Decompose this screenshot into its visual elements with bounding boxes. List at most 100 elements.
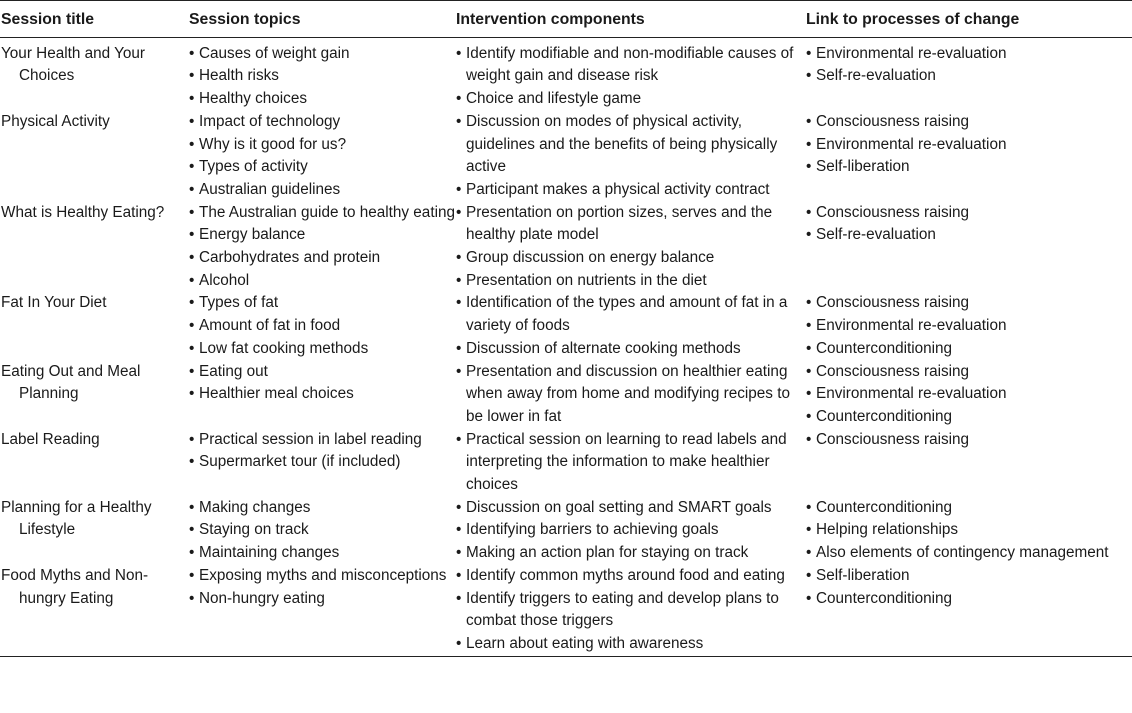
list-item-text: Practical session in label reading xyxy=(199,430,422,448)
list-item-text: Discussion on goal setting and SMART goa… xyxy=(466,498,772,516)
processes-cell: •Consciousness raising•Environmental re-… xyxy=(806,292,1132,360)
session-title-cell: Label Reading xyxy=(0,429,189,497)
bullet-icon: • xyxy=(189,339,195,357)
list-item-text: Also elements of contingency management xyxy=(816,544,1109,562)
list-item-text: Australian guidelines xyxy=(199,180,341,198)
table-row: Fat In Your Diet•Types of fat•Amount of … xyxy=(0,292,1132,360)
components-list: •Practical session on learning to read l… xyxy=(456,429,806,497)
list-item: •Also elements of contingency management xyxy=(806,542,1132,565)
list-item: •Healthy choices xyxy=(189,88,456,111)
list-item: •Amount of fat in food xyxy=(189,315,456,338)
list-item-text: Supermarket tour (if included) xyxy=(199,453,401,471)
bullet-icon: • xyxy=(456,544,462,562)
list-item: •The Australian guide to healthy eating xyxy=(189,202,456,225)
list-item-text: Counterconditioning xyxy=(816,339,953,357)
list-item-text: Choice and lifestyle game xyxy=(466,90,642,108)
list-item: •Identify common myths around food and e… xyxy=(456,565,806,588)
bullet-icon: • xyxy=(806,135,812,153)
list-item: •Staying on track xyxy=(189,519,456,542)
processes-list: •Self-liberation•Counterconditioning xyxy=(806,565,1132,610)
list-item-text: Healthier meal choices xyxy=(199,385,354,403)
bullet-icon: • xyxy=(456,362,462,380)
list-item: •Consciousness raising xyxy=(806,292,1132,315)
session-topics-cell: •Making changes•Staying on track•Maintai… xyxy=(189,497,456,565)
bullet-icon: • xyxy=(806,317,812,335)
session-title-cell: Fat In Your Diet xyxy=(0,292,189,360)
bullet-icon: • xyxy=(456,589,462,607)
list-item-text: The Australian guide to healthy eating xyxy=(199,203,455,221)
list-item: •Types of activity xyxy=(189,156,456,179)
list-item: •Learn about eating with awareness xyxy=(456,633,806,656)
list-item: •Making changes xyxy=(189,497,456,520)
list-item-text: Exposing myths and misconceptions xyxy=(199,566,447,584)
list-item: •Energy balance xyxy=(189,224,456,247)
topics-list: •Types of fat•Amount of fat in food•Low … xyxy=(189,292,456,360)
intervention-components-cell: •Presentation and discussion on healthie… xyxy=(456,361,806,429)
list-item-text: Amount of fat in food xyxy=(199,317,341,335)
header-processes-of-change: Link to processes of change xyxy=(806,11,1020,28)
list-item-text: Non-hungry eating xyxy=(199,589,325,607)
bullet-icon: • xyxy=(806,203,812,221)
components-list: •Identification of the types and amount … xyxy=(456,292,806,360)
header-intervention-components: Intervention components xyxy=(456,11,645,28)
session-title-cell: Planning for a Healthy Lifestyle xyxy=(0,497,189,565)
table-row: What is Healthy Eating?•The Australian g… xyxy=(0,202,1132,293)
session-title: Label Reading xyxy=(1,430,100,448)
bullet-icon: • xyxy=(806,339,812,357)
intervention-components-cell: •Practical session on learning to read l… xyxy=(456,429,806,497)
list-item-text: Identify common myths around food and ea… xyxy=(466,566,785,584)
list-item: •Non-hungry eating xyxy=(189,588,456,611)
list-item: •Discussion on goal setting and SMART go… xyxy=(456,497,806,520)
bullet-icon: • xyxy=(806,294,812,312)
list-item: •Supermarket tour (if included) xyxy=(189,451,456,474)
bullet-icon: • xyxy=(456,203,462,221)
list-item-text: Presentation on nutrients in the diet xyxy=(466,271,707,289)
bullet-icon: • xyxy=(456,271,462,289)
processes-cell: •Environmental re-evaluation•Self-re-eva… xyxy=(806,37,1132,111)
components-list: •Presentation and discussion on healthie… xyxy=(456,361,806,429)
bullet-icon: • xyxy=(189,566,195,584)
components-list: •Presentation on portion sizes, serves a… xyxy=(456,202,806,293)
processes-cell: •Consciousness raising•Environmental re-… xyxy=(806,111,1132,202)
list-item-text: Practical session on learning to read la… xyxy=(466,430,787,494)
bullet-icon: • xyxy=(189,498,195,516)
intervention-components-cell: • Discussion on goal setting and SMART go… xyxy=(456,497,806,565)
list-item-text: Discussion on modes of physical activity… xyxy=(466,112,778,176)
list-item-text: Discussion of alternate cooking methods xyxy=(466,339,741,357)
list-item-text: Presentation on portion sizes, serves an… xyxy=(466,203,773,244)
list-item: •Impact of technology xyxy=(189,111,456,134)
list-item: •Consciousness raising xyxy=(806,361,1132,384)
topics-list: •Causes of weight gain•Health risks•Heal… xyxy=(189,43,456,111)
bullet-icon: • xyxy=(189,544,195,562)
bullet-icon: • xyxy=(189,294,195,312)
list-item: •Carbohydrates and protein xyxy=(189,247,456,270)
table-row: Eating Out and Meal Planning•Eating out•… xyxy=(0,361,1132,429)
processes-cell: •Self-liberation•Counterconditioning xyxy=(806,565,1132,656)
list-item: •Presentation and discussion on healthie… xyxy=(456,361,806,429)
list-item-text: Self-re-evaluation xyxy=(816,226,936,244)
list-item: •Counterconditioning xyxy=(806,338,1132,361)
list-item: •Practical session on learning to read l… xyxy=(456,429,806,497)
list-item-text: Eating out xyxy=(199,362,268,380)
intervention-components-cell: •Identification of the types and amount … xyxy=(456,292,806,360)
topics-list: •Practical session in label reading•Supe… xyxy=(189,429,456,474)
bullet-icon: • xyxy=(456,294,462,312)
session-title: Physical Activity xyxy=(1,112,110,130)
bullet-icon: • xyxy=(806,362,812,380)
bullet-icon: • xyxy=(806,498,812,516)
bullet-icon: • xyxy=(806,385,812,403)
list-item: •Alcohol xyxy=(189,270,456,293)
list-item-text: Consciousness raising xyxy=(816,362,970,380)
list-item: •Presentation on nutrients in the diet xyxy=(456,270,806,293)
processes-cell: •Consciousness raising•Environmental re-… xyxy=(806,361,1132,429)
bullet-icon: • xyxy=(189,226,195,244)
table-row: Label Reading •Practical session in label… xyxy=(0,429,1132,497)
processes-cell: •Consciousness raising•Self-re-evaluatio… xyxy=(806,202,1132,293)
processes-list: •Consciousness raising•Environmental re-… xyxy=(806,111,1132,179)
table-row: Planning for a Healthy Lifestyle•Making … xyxy=(0,497,1132,565)
intervention-components-cell: •Discussion on modes of physical activit… xyxy=(456,111,806,202)
table-body: Your Health and Your Choices•Causes of w… xyxy=(0,37,1132,657)
list-item: •Discussion on modes of physical activit… xyxy=(456,111,806,179)
session-topics-cell: •The Australian guide to healthy eating•… xyxy=(189,202,456,293)
list-item: •Consciousness raising xyxy=(806,429,1132,452)
